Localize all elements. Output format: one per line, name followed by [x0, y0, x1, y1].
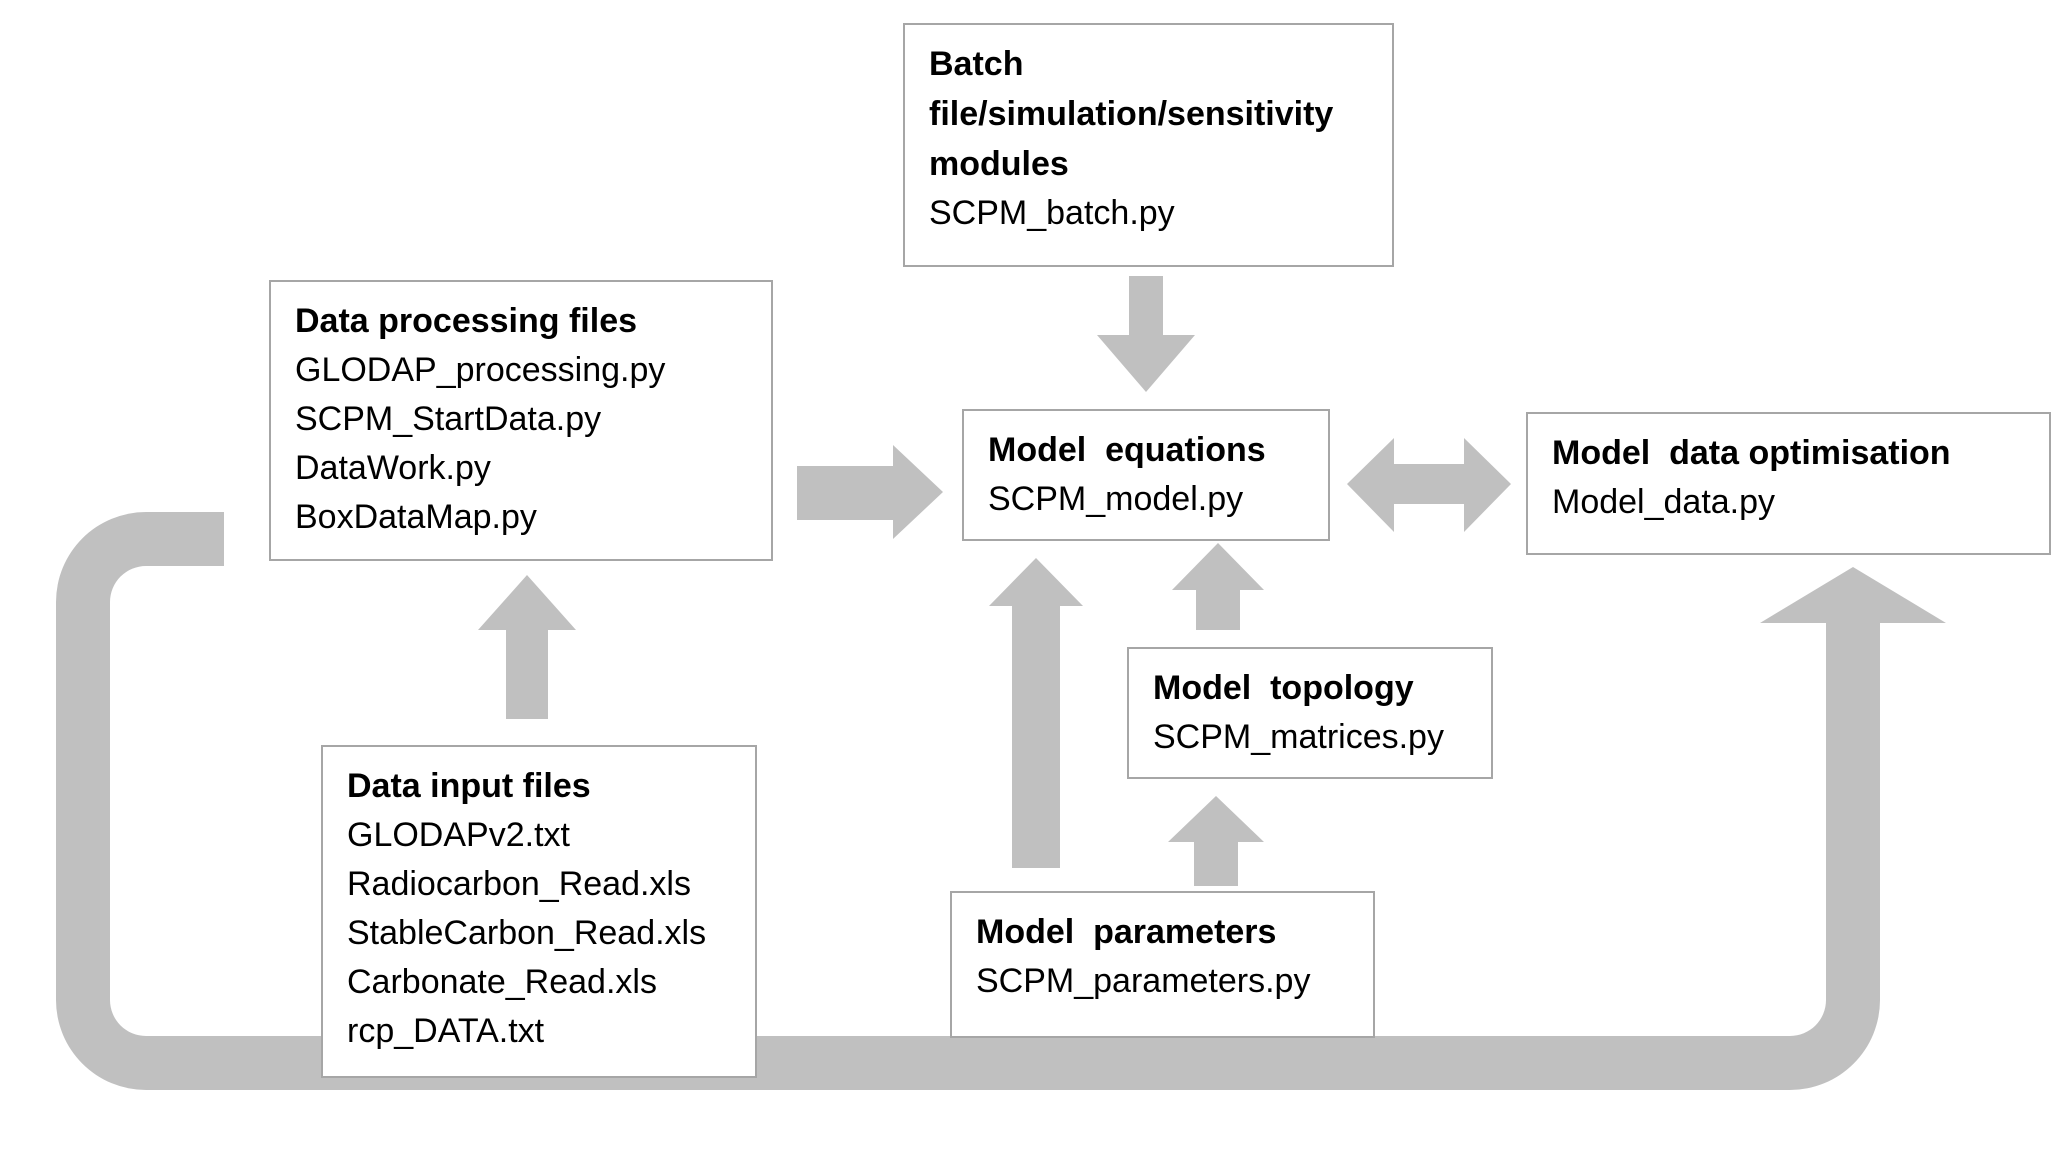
model-equations-title: Model equations [988, 431, 1266, 469]
data-processing-title: Data processing files [295, 302, 638, 340]
model-parameters-box: Model parameters SCPM_parameters.py [950, 891, 1375, 1038]
data-processing-file: SCPM_StartData.py [295, 400, 602, 438]
data-input-title: Data input files [347, 767, 591, 805]
data-input-file: rcp_DATA.txt [347, 1012, 545, 1050]
batch-title-line-2: file/simulation/sensitivity [929, 95, 1334, 133]
model-equations-box: Model equations SCPM_model.py [962, 409, 1330, 541]
model-parameters-file: SCPM_parameters.py [976, 962, 1311, 1000]
model-data-optimisation-title: Model data optimisation [1552, 434, 1951, 472]
batch-modules-box: Batch file/simulation/sensitivity module… [903, 23, 1394, 267]
arrow-equations-optimisation [1347, 438, 1511, 532]
data-input-file: GLODAPv2.txt [347, 816, 570, 854]
data-input-file: StableCarbon_Read.xls [347, 914, 707, 952]
data-input-box: Data input files GLODAPv2.txt Radiocarbo… [321, 745, 757, 1078]
model-equations-file: SCPM_model.py [988, 480, 1244, 518]
arrow-parameters-to-equations [989, 558, 1083, 868]
data-processing-box: Data processing files GLODAP_processing.… [269, 280, 773, 561]
data-processing-file: DataWork.py [295, 449, 491, 487]
batch-file: SCPM_batch.py [929, 194, 1175, 232]
data-processing-file: GLODAP_processing.py [295, 351, 666, 389]
arrow-topology-to-equations [1172, 543, 1264, 630]
batch-title-line-1: Batch [929, 45, 1024, 83]
arrow-input-to-processing [478, 575, 576, 719]
model-data-optimisation-box: Model data optimisation Model_data.py [1526, 412, 2051, 555]
model-topology-title: Model topology [1153, 669, 1414, 707]
data-input-file: Carbonate_Read.xls [347, 963, 657, 1001]
model-parameters-title: Model parameters [976, 913, 1277, 951]
data-input-file: Radiocarbon_Read.xls [347, 865, 691, 903]
arrow-parameters-to-topology [1168, 796, 1264, 886]
arrow-batch-to-equations [1097, 276, 1195, 392]
model-topology-file: SCPM_matrices.py [1153, 718, 1444, 756]
model-topology-box: Model topology SCPM_matrices.py [1127, 647, 1493, 779]
model-data-optimisation-file: Model_data.py [1552, 483, 1776, 521]
arrow-processing-to-equations [797, 445, 943, 539]
data-processing-file: BoxDataMap.py [295, 498, 537, 536]
batch-title-line-3: modules [929, 145, 1069, 183]
